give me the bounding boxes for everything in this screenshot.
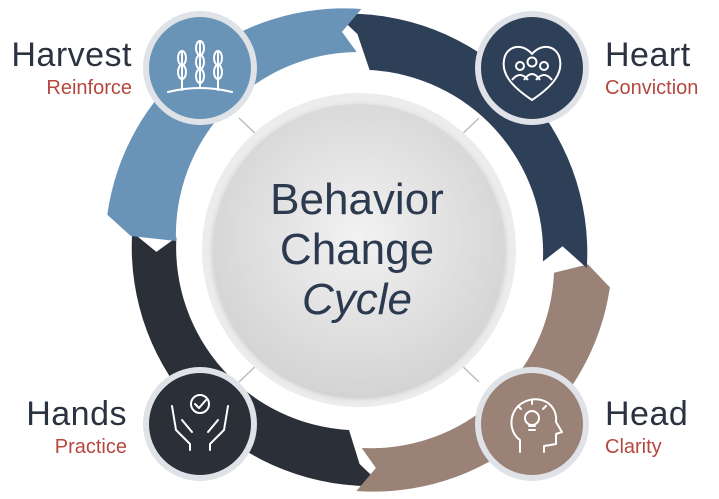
node-hands [143,367,257,481]
label-harvest: Harvest Reinforce [11,38,132,98]
stage-title-harvest: Harvest [11,36,132,74]
stage-subtitle-heart: Conviction [605,77,699,99]
wheat-icon [167,40,233,93]
segment-hands [131,232,383,487]
node-heart [475,11,589,125]
cycle-ring [107,8,610,492]
stage-subtitle-head: Clarity [605,436,662,458]
center-title-line3: Cycle [301,275,413,324]
stage-title-head: Head [605,395,689,433]
center-title: Behavior Change Cycle [232,175,482,325]
stage-subtitle-hands: Practice [54,436,127,458]
label-head: Head Clarity [605,397,688,457]
center-title-line1: Behavior [270,175,444,224]
node-head [475,367,589,481]
segment-harvest [107,8,362,241]
label-hands: Hands Practice [26,397,127,457]
center-title-line2: Change [279,225,435,274]
node-harvest [143,11,257,125]
center-disc [213,104,505,396]
stage-title-heart: Heart [605,36,691,74]
head-lightbulb-icon [510,398,563,453]
label-heart: Heart Conviction [605,38,698,98]
segment-head [356,264,610,492]
segment-heart [336,13,588,269]
stage-subtitle-harvest: Reinforce [46,77,132,99]
hands-check-icon [171,394,229,451]
heart-people-icon [502,45,562,101]
stage-title-hands: Hands [26,395,127,433]
